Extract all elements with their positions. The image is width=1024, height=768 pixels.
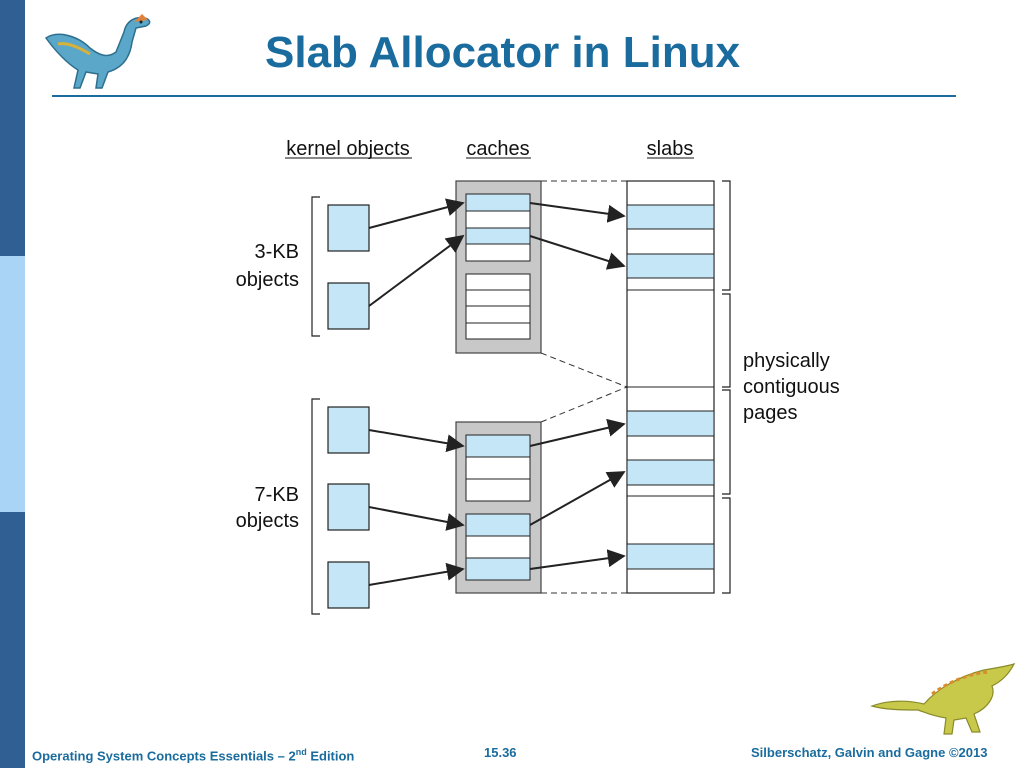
label-3kb-line2: objects [236, 269, 299, 291]
bracket-3kb [311, 196, 320, 337]
slab-used-1 [626, 204, 715, 230]
cache-3kb-slot-4 [465, 243, 531, 262]
pages-label-line2: contiguous [743, 376, 840, 398]
cache-3kb-slot-6 [465, 289, 531, 307]
kernel-object-7kb-3 [327, 561, 370, 609]
page-bracket-1 [722, 180, 731, 291]
slab-used-2 [626, 253, 715, 279]
cache-3kb-slot-3 [465, 227, 531, 245]
kernel-object-3kb-1 [327, 204, 370, 252]
dinosaur-logo-icon [44, 14, 151, 89]
cache-7kb-slot-2 [465, 456, 531, 480]
header-caches: caches [466, 138, 529, 160]
dashed-connector-2 [540, 352, 628, 388]
arrow-cache-to-slab-1 [529, 202, 626, 223]
footer-course-sup: nd [295, 747, 307, 757]
kernel-object-7kb-2 [327, 483, 370, 531]
slab-used-5 [626, 543, 715, 570]
page-bracket-3 [722, 389, 731, 495]
slab-used-3 [626, 410, 715, 437]
page-title: Slab Allocator in Linux [265, 28, 741, 77]
dinosaur-footer-icon [870, 662, 1016, 735]
arrow-cache-to-slab-5 [529, 549, 626, 570]
page-bracket-2 [722, 293, 731, 388]
arrow-obj-to-cache-2 [368, 234, 465, 307]
arrow-cache-to-slab-2 [529, 235, 626, 270]
cache-7kb-slot-6 [465, 557, 531, 581]
arrow-obj-to-cache-3 [368, 429, 465, 453]
kernel-object-3kb-2 [327, 282, 370, 330]
cache-3kb-slot-5 [465, 273, 531, 291]
cache-7kb-slot-4 [465, 513, 531, 537]
arrow-cache-to-slab-4 [529, 471, 626, 526]
pages-label-line3: pages [743, 402, 798, 424]
arrow-obj-to-cache-5 [368, 562, 465, 586]
dashed-connector-3 [540, 386, 628, 423]
page-bracket-4 [722, 497, 731, 594]
cache-3kb-slot-2 [465, 210, 531, 229]
sidebar-accent [0, 256, 25, 512]
kernel-object-7kb-1 [327, 406, 370, 454]
cache-3kb-slot-1 [465, 193, 531, 212]
label-3kb-line1: 3-KB [255, 241, 299, 263]
footer-course-prefix: Operating System Concepts Essentials – 2 [32, 748, 296, 764]
arrow-cache-to-slab-3 [529, 418, 626, 447]
footer-course-title: Operating System Concepts Essentials – 2… [32, 747, 354, 763]
footer-copyright: Silberschatz, Galvin and Gagne ©2013 [751, 745, 988, 760]
arrow-obj-to-cache-1 [368, 198, 465, 229]
footer-course-suffix: Edition [306, 748, 355, 764]
header-kernel-objects: kernel objects [286, 138, 409, 160]
bracket-7kb [311, 398, 320, 615]
cache-7kb-slot-3 [465, 478, 531, 502]
label-7kb-line2: objects [236, 510, 299, 532]
pages-label-line1: physically [743, 350, 830, 372]
cache-3kb-slot-8 [465, 322, 531, 340]
header-slabs: slabs [647, 138, 694, 160]
arrow-obj-to-cache-4 [368, 506, 465, 531]
cache-3kb-slot-7 [465, 305, 531, 324]
cache-7kb-slot-1 [465, 434, 531, 458]
page-number: 15.36 [484, 745, 517, 760]
slab-used-4 [626, 459, 715, 486]
label-7kb-line1: 7-KB [255, 484, 299, 506]
cache-7kb-slot-5 [465, 535, 531, 559]
title-divider [52, 95, 956, 97]
